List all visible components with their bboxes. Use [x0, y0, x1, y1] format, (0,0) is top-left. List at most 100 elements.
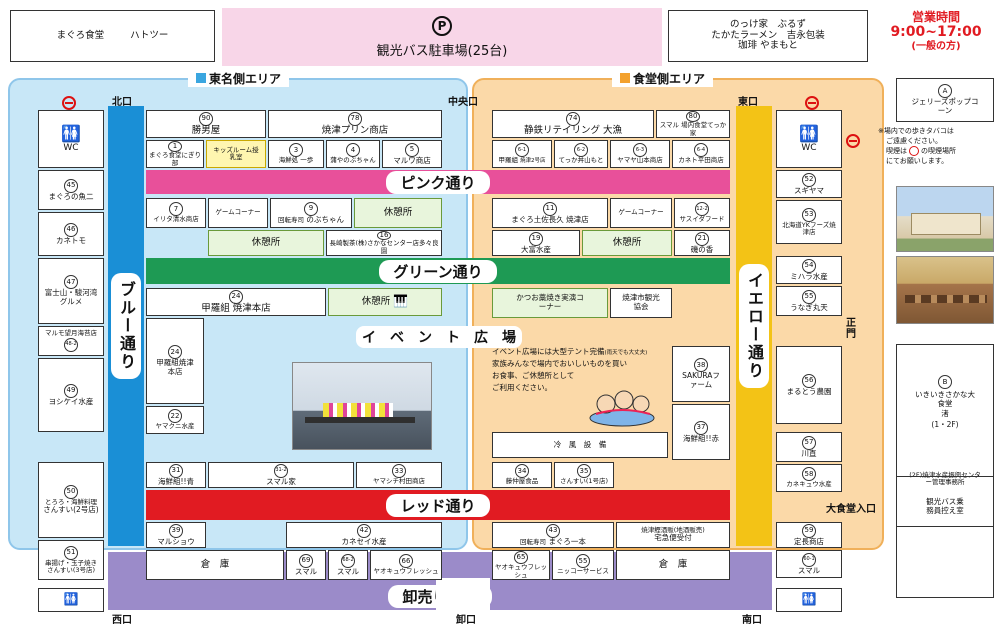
facility-b-divider-1	[896, 476, 994, 477]
gate-east: 東口	[738, 97, 758, 108]
kids-room: キッズルーム授乳室	[206, 140, 266, 168]
yaizu-tourism: 焼津市観光協会	[610, 288, 672, 318]
shop-takata: たかたラーメン 吉永包装	[711, 29, 825, 41]
piano-icon: 🎹	[393, 294, 409, 309]
wc-north-right: 🚻 WC	[776, 110, 842, 168]
parking-icon: P	[432, 15, 452, 36]
wc-south-right: 🚻	[776, 588, 842, 612]
rest-area-b1: 休憩所	[354, 198, 442, 228]
warehouse-west: 倉 庫	[146, 550, 284, 580]
east-area-label: 東名側エリア	[188, 70, 290, 87]
toilet-icon: 🚻	[799, 123, 819, 143]
smoking-area-icon	[846, 134, 860, 148]
no-smoking-icon	[62, 96, 76, 110]
restaurant-photo	[896, 256, 994, 324]
shop-hatotsu: ハトツー	[130, 29, 169, 41]
cooling-equipment: 冷 風 設 備	[492, 432, 668, 458]
dancers-graphic	[323, 403, 393, 417]
facility-b: B いきいきさかな大食堂 渚 (1・2F) (2F)焼津水産振興センター管理事務…	[896, 344, 994, 598]
warehouse-east: 倉 庫	[616, 550, 730, 580]
gate-west: 西口	[112, 615, 132, 626]
mascot-illustration	[586, 384, 658, 428]
event-plaza-title: イ ベ ン ト 広 場	[356, 326, 522, 348]
toilet-icon: 🚻	[61, 123, 81, 143]
toilet-icon: 🚻	[63, 592, 79, 607]
gate-north: 北口	[112, 97, 132, 108]
red-road: レッド通り	[146, 490, 730, 520]
gate-south: 南口	[742, 615, 762, 626]
blue-road: ブルー通り	[108, 106, 144, 546]
yellow-road: イエロー通り	[736, 106, 772, 546]
rest-area-b2: 休憩所	[208, 230, 324, 256]
rest-area-g: 休憩所	[582, 230, 672, 256]
tables-graphic	[905, 295, 987, 303]
toilet-icon: 🚻	[801, 592, 817, 607]
bus-parking: P 観光バス駐車場(25台)	[222, 8, 662, 66]
east-square-icon	[196, 73, 206, 83]
hours-title: 営業時間	[911, 10, 960, 24]
shop-nokkeya: のっけ家 ぶるず	[729, 18, 806, 30]
wc-south-left: 🚻	[38, 588, 104, 612]
katsuo-corner: かつお藁焼き実演コーナー	[492, 288, 608, 318]
green-road: グリーン通り	[146, 258, 730, 284]
hours-time: 9:00~17:00	[890, 24, 982, 41]
hours-note: (一般の方)	[911, 41, 961, 53]
delivery-desk: 焼津鰹酒販(地酒販売)宅急便受付	[616, 522, 730, 548]
smoking-place-icon	[909, 146, 919, 157]
event-photo	[292, 362, 432, 450]
gate-main: 正門	[846, 318, 856, 340]
shop-maguro-shokudo: まぐろ食堂	[56, 29, 105, 41]
top-right-shops: のっけ家 ぶるず たかたラーメン 吉永包装 珈琲 やまもと	[668, 10, 868, 62]
facility-a: A ジェリーズポップコーン	[896, 78, 994, 122]
food-square-icon	[620, 73, 630, 83]
parking-label: 観光バス駐車場(25台)	[376, 43, 508, 59]
rest-area-c: 休憩所🎹	[328, 288, 442, 316]
stage-graphic	[305, 417, 415, 423]
big-food-entrance: 大食堂入口	[826, 504, 876, 515]
wc-north-left: 🚻 WC	[38, 110, 104, 168]
gate-wholesale: 卸口	[456, 615, 476, 626]
game-corner-left: ゲームコーナー	[208, 198, 268, 228]
